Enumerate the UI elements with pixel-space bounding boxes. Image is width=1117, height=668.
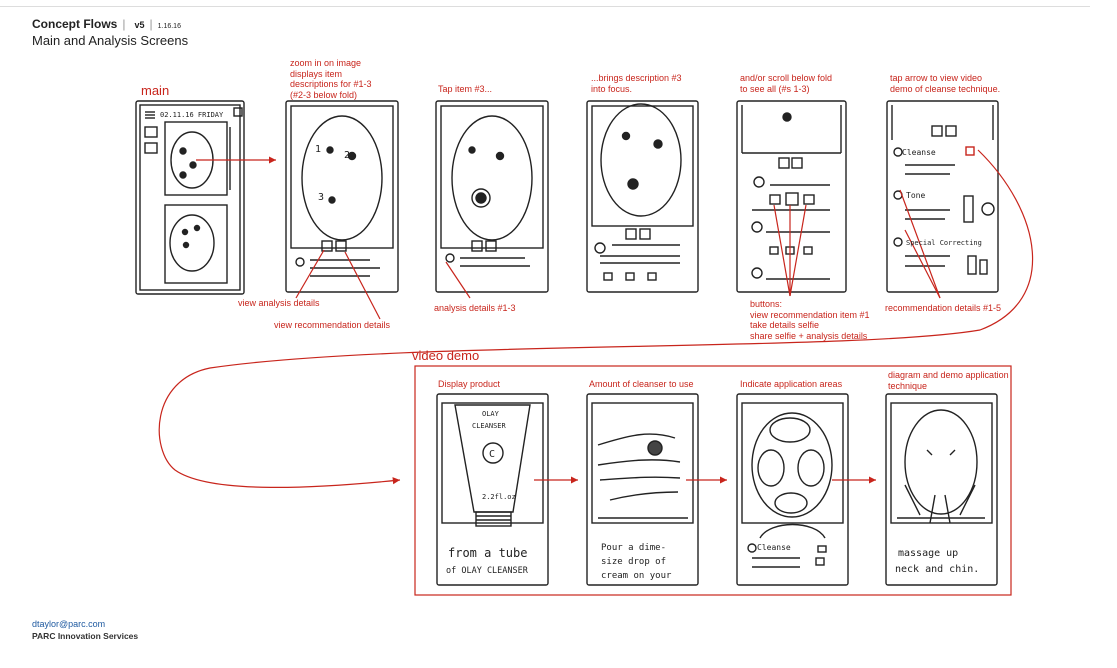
sketch-caption-1a: from a tube xyxy=(448,546,527,560)
note-line: take details selfie xyxy=(750,320,820,330)
frame-product xyxy=(436,393,549,586)
sketch-caption-2c: cream on your xyxy=(601,571,672,581)
note-line: displays item xyxy=(290,68,343,79)
note-view-analysis: view analysis details xyxy=(238,298,320,308)
note-line: view recommendation item #1 xyxy=(750,309,870,320)
note-line: tap arrow to view video xyxy=(890,73,983,83)
note-buttons: buttons: view recommendation item #1 tak… xyxy=(750,299,870,341)
sketch-special: Special Correcting xyxy=(906,239,982,247)
note-line: and/or scroll below fold xyxy=(740,73,833,83)
sketch-cleanse-2: Cleanse xyxy=(757,543,791,552)
frame-scroll xyxy=(736,100,847,293)
sketch-caption-2a: Pour a dime- xyxy=(601,543,666,553)
sketch-cleanser: CLEANSER xyxy=(472,422,507,430)
title-text: Concept Flows xyxy=(32,17,118,31)
note-brings: ...brings description #3 into focus. xyxy=(591,73,682,94)
frame-amount xyxy=(586,393,699,586)
note-tap-arrow: tap arrow to view video demo of cleanse … xyxy=(890,73,1000,94)
sketch-num-1: 1 xyxy=(315,144,321,155)
frame-zoom xyxy=(285,100,399,293)
frame-tap xyxy=(435,100,549,293)
page-subtitle: Main and Analysis Screens xyxy=(32,33,189,48)
sketch-c-logo: C xyxy=(489,449,495,460)
note-line: to see all (#s 1-3) xyxy=(740,83,810,94)
frame-massage xyxy=(885,393,998,586)
sketch-tone: Tone xyxy=(906,191,925,200)
note-indicate-areas: Indicate application areas xyxy=(740,379,843,389)
note-line: technique xyxy=(888,380,928,391)
note-scroll: and/or scroll below fold to see all (#s … xyxy=(740,73,832,94)
frame-recommendations xyxy=(886,100,999,293)
title-separator-2: | xyxy=(149,17,153,31)
section-label-video-demo: video demo xyxy=(412,348,480,363)
footer-org: PARC Innovation Services xyxy=(32,631,139,641)
sketch-caption-4a: massage up xyxy=(898,548,958,559)
sketch-cleanse: Cleanse xyxy=(902,148,936,157)
version-text: v5 xyxy=(134,20,145,30)
note-tap-item: Tap item #3... xyxy=(438,84,493,94)
sketch-num-3: 3 xyxy=(318,192,324,203)
note-analysis-details: analysis details #1-3 xyxy=(434,303,516,313)
note-line: zoom in on image xyxy=(290,58,362,68)
footer-email-link[interactable]: dtaylor@parc.com xyxy=(32,619,106,629)
sketch-num-2: 2 xyxy=(344,150,350,161)
note-diagram-demo: diagram and demo application technique xyxy=(888,370,1009,391)
sketch-size: 2.2fl.oz xyxy=(482,493,516,501)
note-view-recommendation: view recommendation details xyxy=(274,320,391,330)
note-line: into focus. xyxy=(591,83,633,94)
note-zoom: zoom in on image displays item descripti… xyxy=(290,58,372,100)
note-line: ...brings description #3 xyxy=(591,73,682,83)
sketch-caption-1b: of OLAY CLEANSER xyxy=(446,566,529,576)
note-line: buttons: xyxy=(750,299,783,309)
date-text: 1.16.16 xyxy=(157,23,181,30)
note-line: (#2-3 below fold) xyxy=(290,89,358,100)
note-recommendation-details: recommendation details #1-5 xyxy=(885,303,1002,313)
note-line: descriptions for #1-3 xyxy=(290,79,372,89)
sketch-olay: OLAY xyxy=(482,410,500,418)
title-separator: | xyxy=(122,17,126,31)
sketch-caption-2b: size drop of xyxy=(601,557,666,567)
frame-main xyxy=(135,100,245,295)
sketch-caption-4b: neck and chin. xyxy=(895,564,979,575)
section-label-main: main xyxy=(141,83,170,98)
page-title: Concept Flows | v5 | 1.16.16 xyxy=(32,17,181,31)
note-line: diagram and demo application xyxy=(888,370,1009,380)
note-display-product: Display product xyxy=(438,379,501,389)
frame-areas xyxy=(736,393,849,586)
top-rule xyxy=(0,6,1090,7)
note-amount-cleanser: Amount of cleanser to use xyxy=(589,379,694,389)
frame-focus xyxy=(586,100,699,293)
sketch-date-bar: 02.11.16 FRIDAY xyxy=(160,111,224,119)
note-line: share selfie + analysis details xyxy=(750,330,868,341)
note-line: demo of cleanse technique. xyxy=(890,83,1001,94)
